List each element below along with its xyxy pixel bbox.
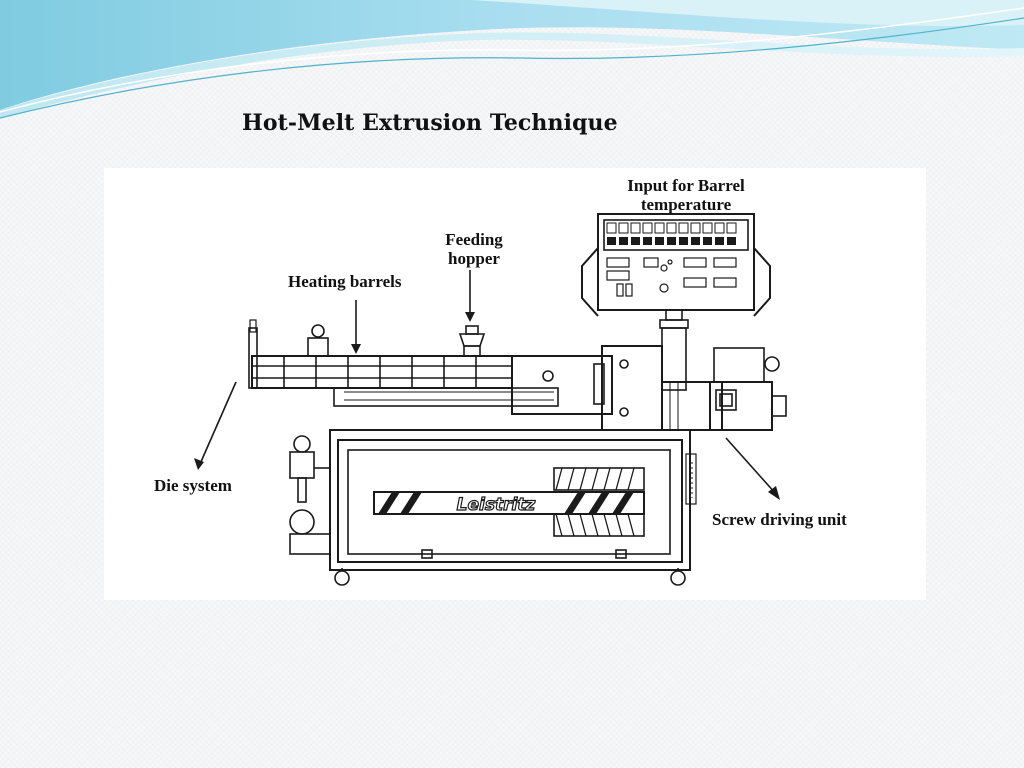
label-line-1: Input for Barrel: [627, 176, 745, 195]
label-line-2: hopper: [448, 249, 500, 268]
label-line-2: temperature: [640, 195, 732, 214]
screw-illustration: Leistritz: [373, 467, 645, 537]
gearbox: [511, 345, 787, 431]
label-line-1: Feeding: [445, 230, 503, 249]
brand-logo-leistritz: Leistritz: [457, 495, 536, 515]
header-wave-decoration: [0, 0, 1024, 119]
label-heating-barrels: Heating barrels: [288, 272, 402, 291]
extruder-diagram: Leistritz Input for Barrel temperature F: [104, 168, 926, 600]
label-input-barrel-temperature: Input for Barrel temperature: [614, 176, 758, 214]
slide-title: Hot-Melt Extrusion Technique: [242, 110, 618, 136]
label-screw-driving-unit: Screw driving unit: [712, 510, 847, 529]
pointer-arrows: [194, 270, 780, 500]
base-cabinet: [329, 429, 697, 586]
extruder-line-art: Leistritz: [194, 213, 787, 586]
label-die-system: Die system: [154, 476, 232, 495]
label-feeding-hopper: Feeding hopper: [434, 230, 514, 268]
melt-pump: [289, 435, 331, 555]
control-panel: [581, 213, 771, 391]
heating-barrel: [248, 319, 559, 407]
